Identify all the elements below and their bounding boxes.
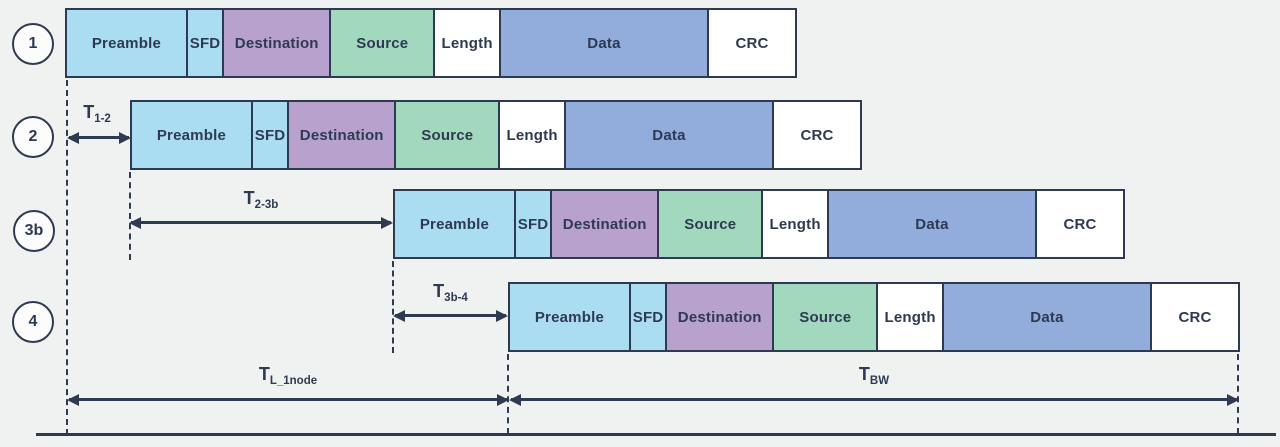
segment-label: SFD bbox=[517, 215, 549, 233]
segment-data: Data bbox=[565, 102, 775, 168]
segment-label: Data bbox=[652, 126, 686, 144]
frame-node-1: Preamble SFD Destination Source Length D… bbox=[65, 8, 797, 78]
segment-label: Preamble bbox=[156, 126, 226, 144]
segment-crc: CRC bbox=[1037, 191, 1123, 257]
segment-label: Source bbox=[421, 126, 474, 144]
segment-label: Data bbox=[587, 34, 621, 52]
segment-data: Data bbox=[828, 191, 1038, 257]
node-badge-3b: 3b bbox=[13, 210, 55, 252]
node-label: 4 bbox=[28, 313, 38, 330]
segment-label: Source bbox=[684, 215, 737, 233]
timing-base: T bbox=[433, 281, 445, 301]
node-badge-4: 4 bbox=[12, 301, 54, 343]
timing-arrow-tbw bbox=[509, 393, 1239, 406]
node-label: 3b bbox=[24, 222, 44, 239]
timing-subscript: BW bbox=[869, 375, 890, 387]
timing-label-t3b-4: T3b-4 bbox=[395, 281, 506, 304]
timing-arrow-t1-2 bbox=[67, 131, 131, 144]
segment-label: SFD bbox=[189, 34, 221, 52]
node-badge-1: 1 bbox=[12, 23, 54, 65]
segment-data: Data bbox=[500, 10, 710, 76]
segment-label: CRC bbox=[1063, 215, 1097, 233]
node-label: 2 bbox=[28, 128, 38, 145]
segment-label: Source bbox=[799, 308, 852, 326]
guideline-frame1-start bbox=[66, 80, 68, 435]
segment-label: Destination bbox=[677, 308, 762, 326]
segment-label: Destination bbox=[234, 34, 319, 52]
segment-sfd: SFD bbox=[515, 191, 553, 257]
timing-arrow-t3b-4 bbox=[393, 309, 508, 322]
segment-label: Destination bbox=[562, 215, 647, 233]
timing-label-t2-3b: T2-3b bbox=[131, 188, 391, 211]
timing-label-tl-1node: TL_1node bbox=[69, 364, 507, 387]
segment-preamble: Preamble bbox=[132, 102, 253, 168]
segment-sfd: SFD bbox=[630, 284, 668, 350]
timing-arrow-t2-3b bbox=[129, 216, 393, 229]
segment-label: Length bbox=[884, 308, 936, 326]
segment-length: Length bbox=[435, 10, 501, 76]
timing-label-t1-2: T1-2 bbox=[64, 102, 130, 125]
timing-subscript: L_1node bbox=[269, 375, 318, 387]
segment-source: Source bbox=[331, 10, 436, 76]
frame-node-4: Preamble SFD Destination Source Length D… bbox=[508, 282, 1240, 352]
segment-length: Length bbox=[878, 284, 944, 350]
segment-source: Source bbox=[396, 102, 501, 168]
segment-length: Length bbox=[500, 102, 566, 168]
segment-label: Source bbox=[356, 34, 409, 52]
segment-label: SFD bbox=[632, 308, 664, 326]
node-label: 1 bbox=[28, 35, 38, 52]
frame-node-3b: Preamble SFD Destination Source Length D… bbox=[393, 189, 1125, 259]
timing-base: T bbox=[258, 364, 270, 384]
segment-label: Preamble bbox=[534, 308, 604, 326]
segment-source: Source bbox=[774, 284, 879, 350]
timing-subscript: 3b-4 bbox=[444, 292, 468, 304]
segment-label: Destination bbox=[299, 126, 384, 144]
segment-data: Data bbox=[943, 284, 1153, 350]
guideline-frame3b-start bbox=[392, 261, 394, 353]
segment-label: CRC bbox=[800, 126, 834, 144]
segment-sfd: SFD bbox=[252, 102, 290, 168]
segment-destination: Destination bbox=[667, 284, 775, 350]
segment-label: Preamble bbox=[91, 34, 161, 52]
segment-label: Data bbox=[915, 215, 949, 233]
timeline-axis bbox=[36, 433, 1276, 436]
segment-label: CRC bbox=[1178, 308, 1212, 326]
segment-length: Length bbox=[763, 191, 829, 257]
segment-preamble: Preamble bbox=[395, 191, 516, 257]
segment-preamble: Preamble bbox=[67, 10, 188, 76]
timing-subscript: 1-2 bbox=[94, 113, 111, 125]
segment-destination: Destination bbox=[224, 10, 332, 76]
segment-destination: Destination bbox=[552, 191, 660, 257]
segment-source: Source bbox=[659, 191, 764, 257]
timing-base: T bbox=[858, 364, 870, 384]
segment-crc: CRC bbox=[774, 102, 860, 168]
timing-subscript: 2-3b bbox=[254, 199, 279, 211]
segment-label: CRC bbox=[735, 34, 769, 52]
segment-sfd: SFD bbox=[187, 10, 225, 76]
node-badge-2: 2 bbox=[12, 116, 54, 158]
segment-preamble: Preamble bbox=[510, 284, 631, 350]
timing-arrow-tl-1node bbox=[67, 393, 509, 406]
timing-label-tbw: TBW bbox=[511, 364, 1237, 387]
segment-label: Data bbox=[1030, 308, 1064, 326]
segment-label: Length bbox=[441, 34, 493, 52]
segment-destination: Destination bbox=[289, 102, 397, 168]
frame-node-2: Preamble SFD Destination Source Length D… bbox=[130, 100, 862, 170]
segment-label: SFD bbox=[254, 126, 286, 144]
segment-crc: CRC bbox=[1152, 284, 1238, 350]
guideline-frame2-start bbox=[129, 172, 131, 260]
segment-label: Length bbox=[769, 215, 821, 233]
timing-base: T bbox=[243, 188, 255, 208]
segment-crc: CRC bbox=[709, 10, 795, 76]
segment-label: Length bbox=[506, 126, 558, 144]
timing-base: T bbox=[83, 102, 95, 122]
segment-label: Preamble bbox=[419, 215, 489, 233]
